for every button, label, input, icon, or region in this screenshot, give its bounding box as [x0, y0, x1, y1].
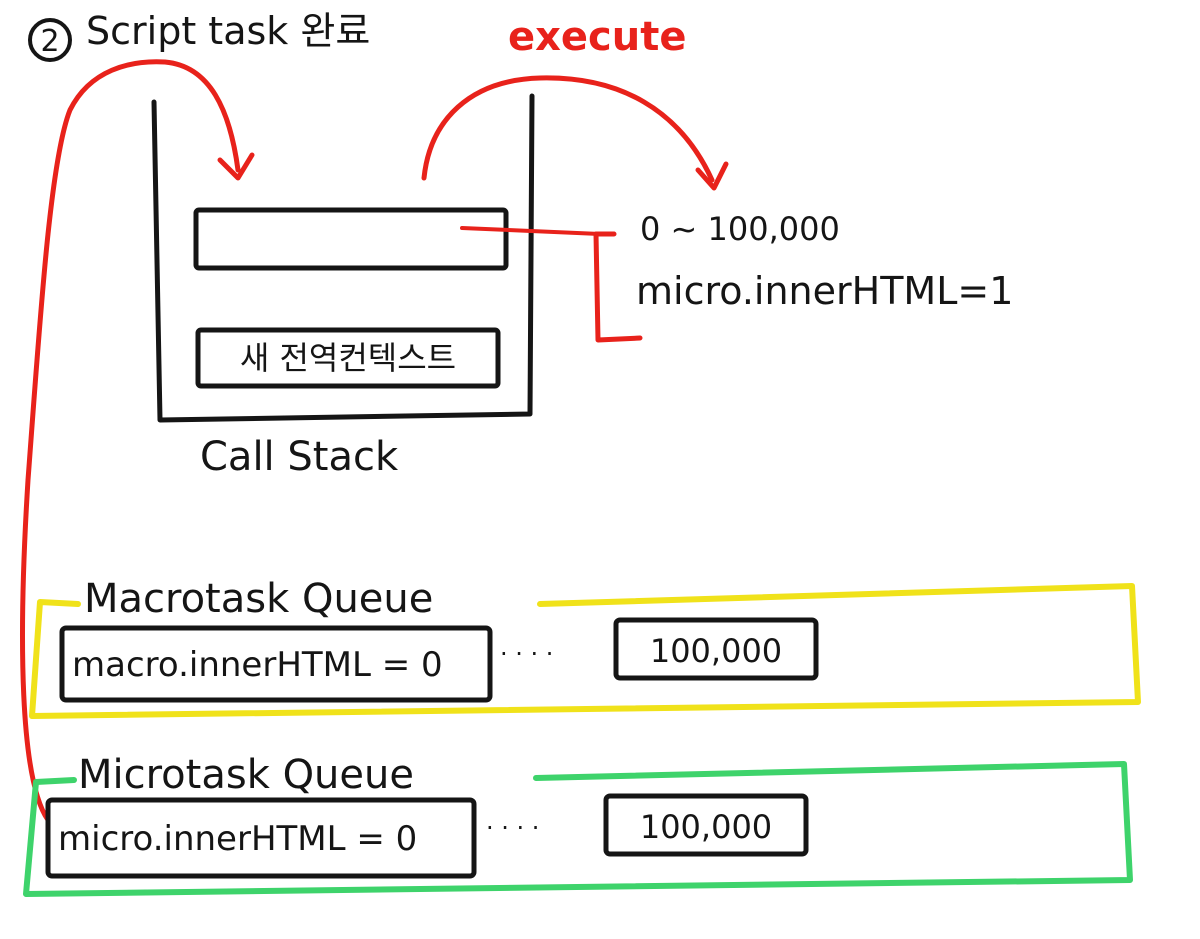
- microtask-first-item-label: micro.innerHTML = 0: [58, 819, 417, 859]
- call-stack-top-frame: [193, 207, 509, 271]
- step-number: 2: [40, 24, 59, 59]
- step-title: Script task 완료: [86, 9, 370, 53]
- red-arrow-enqueue-to-stack: [20, 59, 241, 823]
- red-arrowhead-execute: [695, 161, 729, 191]
- microtask-queue: Microtask Queue micro.innerHTML = 0 · · …: [23, 752, 1133, 897]
- macrotask-first-item: [59, 625, 493, 703]
- global-context-frame: [195, 327, 501, 389]
- macrotask-queue: Macrotask Queue macro.innerHTML = 0 · · …: [29, 576, 1141, 719]
- macrotask-ellipsis: · · · ·: [500, 640, 553, 668]
- call-stack-label: Call Stack: [200, 434, 399, 480]
- call-stack-container: [151, 93, 535, 423]
- annotation-range: 0 ~ 100,000: [640, 210, 840, 248]
- microtask-last-item-label: 100,000: [640, 808, 772, 846]
- macrotask-last-item: [613, 617, 819, 681]
- red-arrowhead-into-stack: [217, 152, 255, 181]
- macrotask-queue-title: Macrotask Queue: [84, 576, 433, 622]
- microtask-queue-border: [23, 761, 1133, 897]
- microtask-queue-title: Microtask Queue: [78, 752, 414, 798]
- macrotask-first-item-label: macro.innerHTML = 0: [72, 645, 443, 685]
- macrotask-queue-border: [29, 583, 1141, 719]
- step-number-circle: [28, 18, 72, 62]
- red-bracket: [593, 231, 643, 343]
- step-header: 2 Script task 완료: [28, 9, 370, 62]
- microtask-ellipsis: · · · ·: [486, 814, 539, 842]
- microtask-first-item: [45, 797, 477, 879]
- annotation-statement: micro.innerHTML=1: [636, 269, 1013, 313]
- microtask-last-item: [603, 793, 809, 857]
- red-connector-line: [460, 226, 602, 236]
- global-context-label: 새 전역컨텍스트: [240, 339, 456, 377]
- red-arrow-execute: [421, 75, 715, 183]
- execute-label: execute: [508, 14, 687, 60]
- macrotask-last-item-label: 100,000: [650, 632, 782, 670]
